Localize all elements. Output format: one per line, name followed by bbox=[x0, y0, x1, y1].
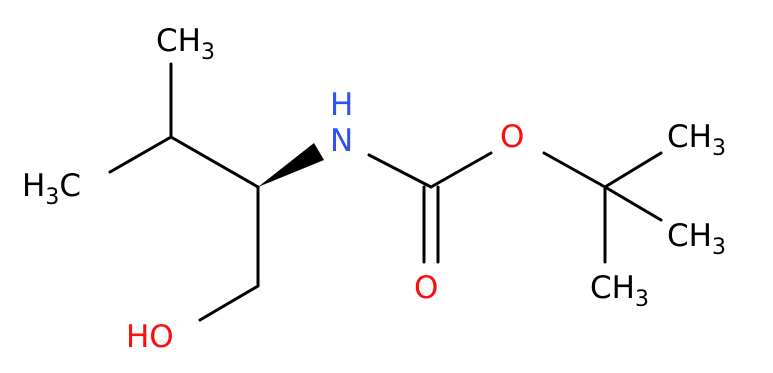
atom-carbonyl-oxygen: O bbox=[414, 270, 438, 306]
atom-methyl-left: H3C bbox=[22, 168, 81, 210]
bond-ch2-to-hydroxyl bbox=[198, 284, 260, 322]
atom-tbu-methyl-3: CH3 bbox=[590, 270, 649, 312]
atom-methyl-left-tail: C bbox=[59, 168, 81, 204]
bond-quaternary-carbon-to-methyl-2 bbox=[603, 185, 663, 222]
bond-isopropyl-ch-to-left-methyl bbox=[108, 135, 173, 174]
wedge-bond-stereocenter-to-nitrogen bbox=[258, 143, 324, 187]
atom-tbu-methyl-1-main: CH bbox=[667, 119, 712, 155]
atom-labels: CH3 H3C H N HO O O CH3 CH3 CH3 bbox=[22, 23, 726, 355]
atom-methyl-left-main: H bbox=[22, 168, 45, 204]
bonds bbox=[108, 62, 663, 322]
atom-ester-oxygen: O bbox=[500, 119, 524, 155]
bond-nitrogen-to-carbonyl-carbon bbox=[367, 153, 433, 189]
atom-tbu-methyl-2-main: CH bbox=[667, 218, 712, 254]
atom-methyl-top: CH3 bbox=[156, 23, 215, 65]
atom-methyl-top-main: CH bbox=[156, 23, 201, 59]
bond-carbonyl-carbon-to-ester-oxygen bbox=[429, 151, 493, 189]
bond-ester-oxygen-to-quaternary-carbon bbox=[542, 151, 607, 189]
atom-tbu-methyl-3-sub: 3 bbox=[635, 287, 649, 312]
atom-tbu-methyl-1: CH3 bbox=[667, 119, 726, 161]
atom-nh-hydrogen: H bbox=[330, 87, 353, 123]
atom-hydroxyl: HO bbox=[126, 319, 174, 355]
bond-quaternary-carbon-to-methyl-1 bbox=[603, 151, 663, 189]
bond-isopropyl-ch-to-stereocenter bbox=[169, 135, 260, 189]
atom-methyl-left-sub: 3 bbox=[45, 185, 59, 210]
atom-tbu-methyl-2-sub: 3 bbox=[712, 235, 726, 260]
atom-tbu-methyl-1-sub: 3 bbox=[712, 136, 726, 161]
atom-nh-nitrogen: N bbox=[330, 123, 353, 159]
atom-tbu-methyl-3-main: CH bbox=[590, 270, 635, 306]
atom-tbu-methyl-2: CH3 bbox=[667, 218, 726, 260]
atom-methyl-top-sub: 3 bbox=[201, 40, 215, 65]
